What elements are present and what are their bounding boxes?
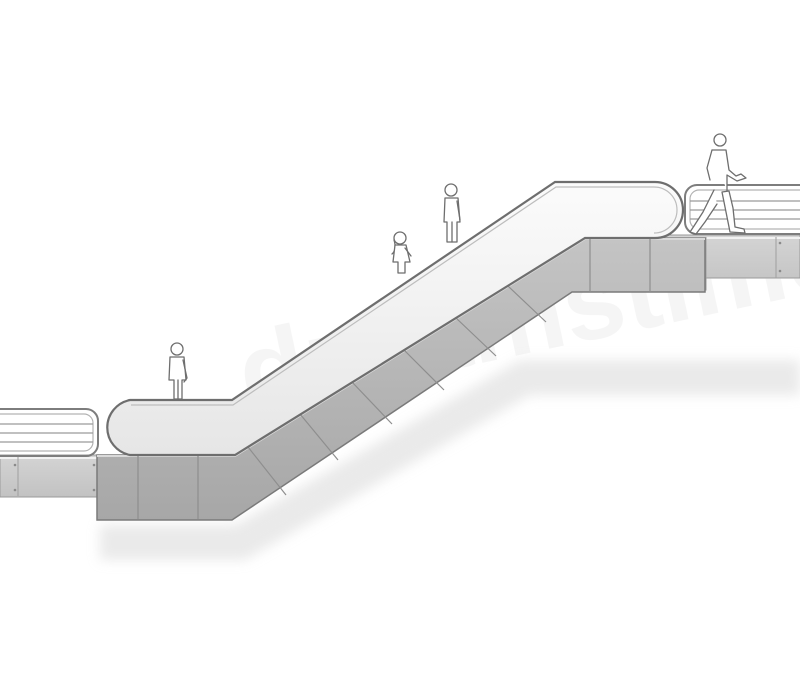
person-outline-icon: [168, 342, 188, 400]
escalator-handrail: [106, 180, 685, 457]
lower-guard-rail: [0, 408, 99, 457]
lower-floor-slab: [0, 454, 101, 498]
ground-shadow: [100, 360, 800, 560]
person-outline-icon: [689, 133, 747, 235]
person-outline-icon: [443, 183, 461, 243]
person-outline-icon: [391, 231, 412, 274]
